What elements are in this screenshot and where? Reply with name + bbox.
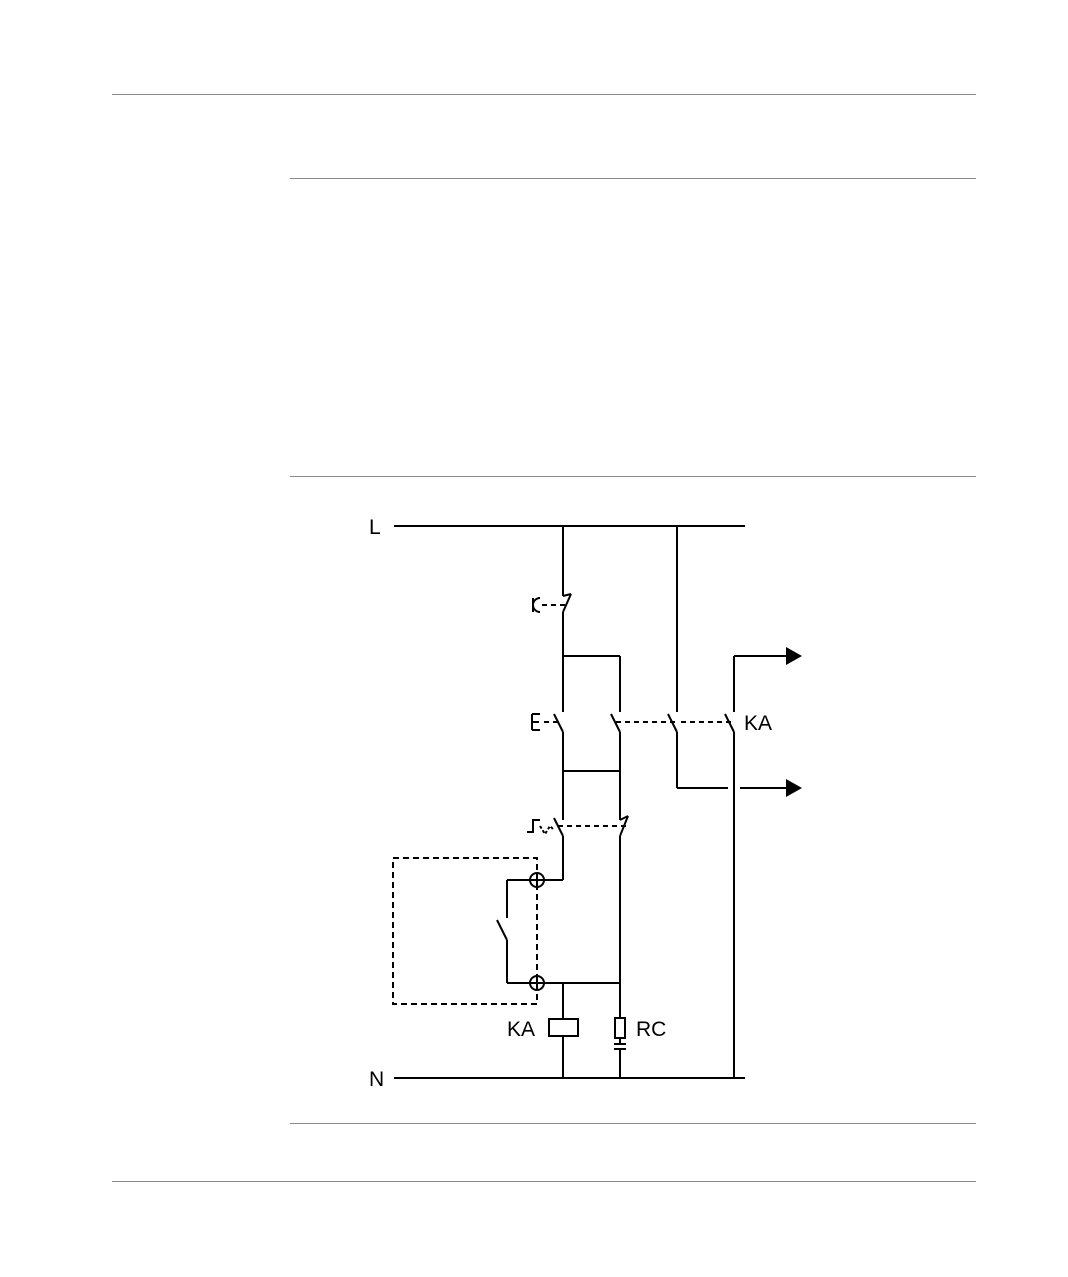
start-pushbutton xyxy=(531,713,564,733)
stop-pushbutton xyxy=(532,593,572,613)
hold-contact xyxy=(610,713,676,733)
section-rule-1 xyxy=(290,178,976,179)
neutral-label: N xyxy=(369,1068,384,1091)
external-control xyxy=(392,857,563,1005)
footer-rule xyxy=(112,1181,976,1182)
relay-coil xyxy=(548,1018,579,1037)
rc-snubber-label: RC xyxy=(636,1018,666,1041)
load-contact-2 xyxy=(681,647,802,1078)
thermal-overload xyxy=(527,815,629,837)
relay-coil-label: KA xyxy=(507,1018,535,1041)
rc-snubber xyxy=(614,1017,626,1050)
section-rule-2 xyxy=(290,476,976,477)
contactor-contacts-label: KA xyxy=(744,712,772,735)
line-label: L xyxy=(369,516,381,539)
header-rule xyxy=(112,94,976,95)
terminal-top xyxy=(529,872,545,888)
terminal-bottom xyxy=(529,975,545,991)
load-contact-1 xyxy=(667,526,802,797)
section-rule-3 xyxy=(290,1123,976,1124)
hold-branch xyxy=(537,655,621,1078)
